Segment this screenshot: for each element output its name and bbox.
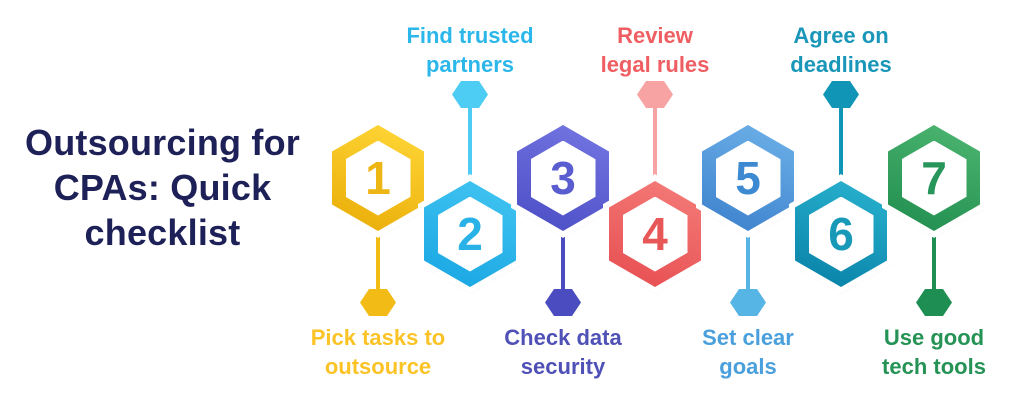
small-hexagon-icon: [360, 289, 396, 316]
step-hexagon: 2: [418, 174, 522, 294]
step-hexagon: 6: [789, 174, 893, 294]
connector-line: [746, 234, 750, 291]
connector-line: [376, 234, 380, 291]
step-label: Set clear goals: [702, 325, 794, 379]
step-label: Check data security: [504, 325, 622, 379]
page-title: Outsourcing for CPAs: Quick checklist: [25, 122, 300, 253]
step-hexagon: 4: [603, 174, 707, 294]
step-number: 7: [921, 152, 947, 204]
checklist-step-7: 7 Use good tech tools: [834, 0, 1024, 400]
small-hexagon-icon: [637, 81, 673, 108]
connector-line: [653, 106, 657, 176]
step-label: Find trusted partners: [406, 23, 534, 77]
step-hexagon: 7: [882, 118, 986, 238]
connector-line: [561, 234, 565, 291]
small-hexagon-icon: [545, 289, 581, 316]
connector-line: [932, 234, 936, 291]
step-label: Pick tasks to outsource: [310, 325, 446, 379]
small-hexagon-icon: [452, 81, 488, 108]
checklist-step-6: 6 Agree on deadlines: [741, 0, 941, 400]
step-hexagon: 3: [511, 118, 615, 238]
step-label: Agree on deadlines: [790, 23, 892, 77]
checklist-step-5: 5 Set clear goals: [648, 0, 848, 400]
connector-line: [468, 106, 472, 176]
checklist-step-3: 3 Check data security: [463, 0, 663, 400]
step-number: 2: [457, 208, 483, 260]
step-number: 3: [550, 152, 576, 204]
step-number: 6: [828, 208, 854, 260]
small-hexagon-icon: [730, 289, 766, 316]
checklist-step-2: 2 Find trusted partners: [370, 0, 570, 400]
step-number: 1: [365, 152, 391, 204]
step-number: 4: [642, 208, 668, 260]
connector-line: [839, 106, 843, 176]
small-hexagon-icon: [916, 289, 952, 316]
step-number: 5: [735, 152, 761, 204]
step-label: Review legal rules: [600, 23, 710, 77]
checklist-step-4: 4 Review legal rules: [555, 0, 755, 400]
small-hexagon-icon: [823, 81, 859, 108]
step-label: Use good tech tools: [882, 325, 986, 379]
step-hexagon: 1: [326, 118, 430, 238]
step-hexagon: 5: [696, 118, 800, 238]
